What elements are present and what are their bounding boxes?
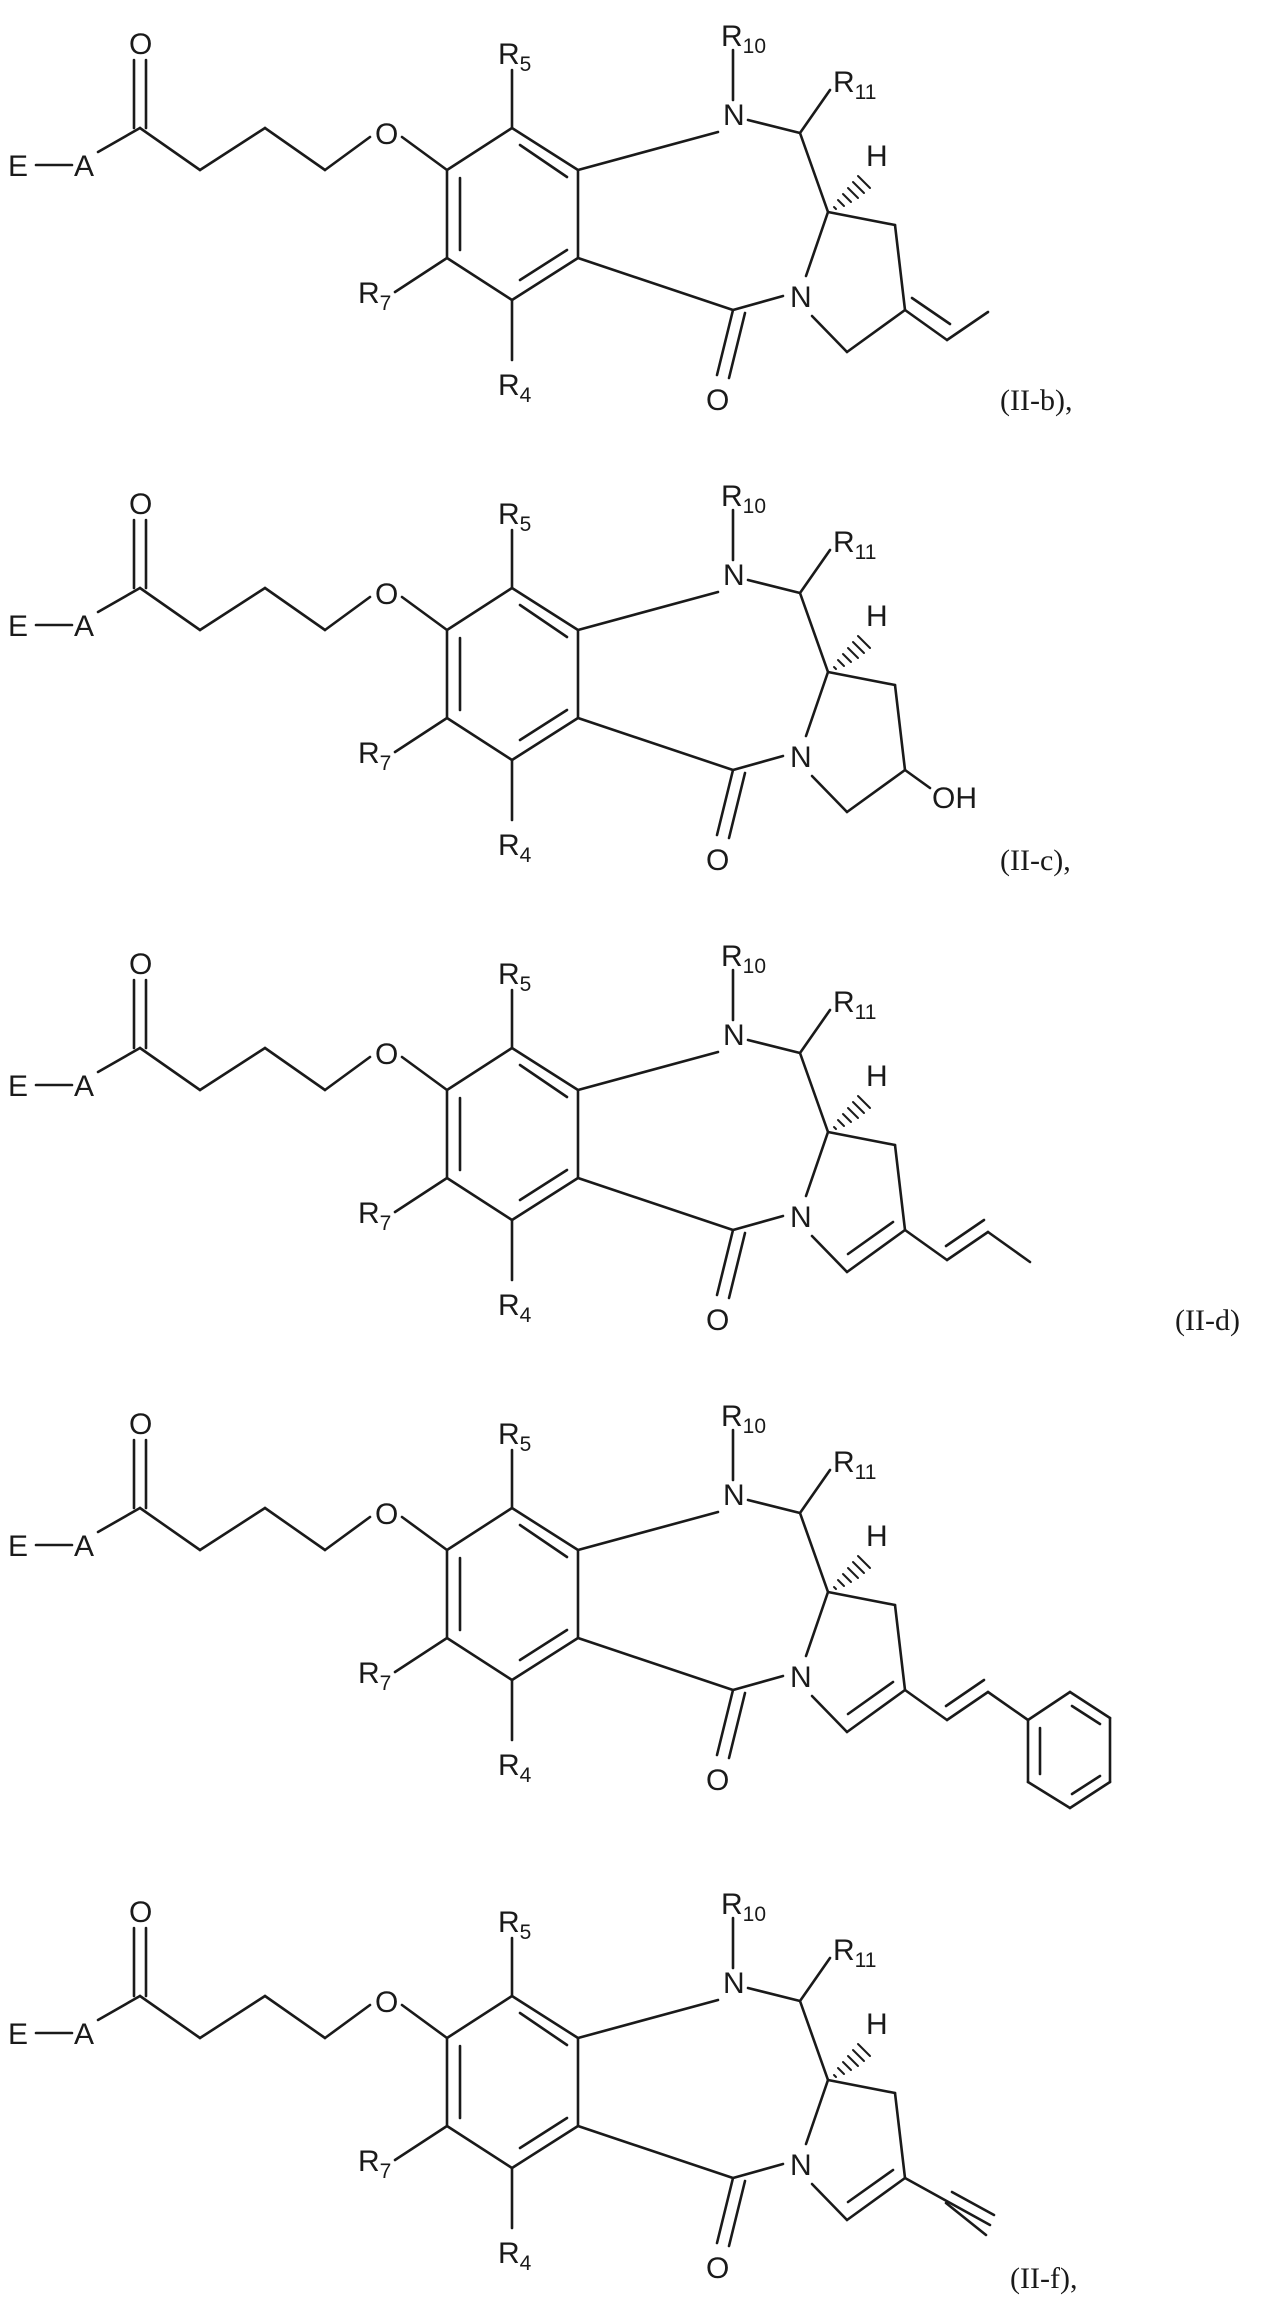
label-R4: R4 xyxy=(498,1289,532,1327)
phenyl-ring xyxy=(1026,1690,1112,1810)
atom-carbonyl-O: O xyxy=(129,1408,152,1441)
label-R5: R5 xyxy=(498,1418,531,1456)
atom-H: H xyxy=(866,1520,888,1553)
structure-II-c: OH E A O O R5 R4 R7 N R10 R11 H N O (II-… xyxy=(0,460,1272,920)
structure-drawing: E A O O R5 R4 R7 N R10 R11 H N O xyxy=(8,1400,1112,1810)
atom-N-pyrrolidine: N xyxy=(790,741,812,774)
atom-H: H xyxy=(866,600,888,633)
atom-H: H xyxy=(866,140,888,173)
atom-E: E xyxy=(8,1530,28,1563)
compound-label: (II-f), xyxy=(1010,2262,1077,2295)
atom-N10: N xyxy=(723,559,745,592)
structure-II-f: E A O O R5 R4 R7 N R10 R11 H N O (II-f), xyxy=(0,1840,1272,2300)
atom-N10: N xyxy=(723,1967,745,2000)
structure-II-b: E A O O R5 R4 R7 N R10 R11 H N O (II-b), xyxy=(0,0,1272,460)
compound-label: (II-c), xyxy=(1000,844,1071,877)
label-R4: R4 xyxy=(498,1749,532,1787)
label-R10: R10 xyxy=(721,1400,766,1438)
label-R7: R7 xyxy=(358,277,391,315)
structure-drawing: E A O O R5 R4 R7 N R10 R11 H N O (II-f), xyxy=(8,1888,1077,2295)
atom-E: E xyxy=(8,610,28,643)
atom-amide-O: O xyxy=(706,384,729,417)
label-R7: R7 xyxy=(358,1197,391,1235)
core-scaffold xyxy=(34,508,907,840)
propenyl-substituent xyxy=(903,1218,1032,1264)
label-R10: R10 xyxy=(721,20,766,58)
hashed-wedge-bond xyxy=(833,1095,871,1130)
atom-A: A xyxy=(74,1070,94,1103)
hashed-wedge-bond xyxy=(833,175,871,210)
atom-N10: N xyxy=(723,99,745,132)
hashed-wedge-bond xyxy=(833,635,871,670)
hashed-wedge-bond xyxy=(833,1555,871,1590)
structure-drawing: E A O O R5 R4 R7 N R10 R11 H N O (II-b), xyxy=(8,20,1072,417)
ethylidene-substituent xyxy=(903,296,990,342)
label-R5: R5 xyxy=(498,1906,531,1944)
styryl-substituent xyxy=(903,1678,1112,1810)
atom-carbonyl-O: O xyxy=(129,488,152,521)
label-R11: R11 xyxy=(833,1446,876,1484)
atom-A: A xyxy=(74,2018,94,2051)
atom-carbonyl-O: O xyxy=(129,948,152,981)
atom-N-pyrrolidine: N xyxy=(790,1201,812,1234)
atom-N-pyrrolidine: N xyxy=(790,2149,812,2182)
atom-H: H xyxy=(866,2008,888,2041)
atom-A: A xyxy=(74,1530,94,1563)
atom-E: E xyxy=(8,1070,28,1103)
structure-drawing: E A O O R5 R4 R7 N R10 R11 H N O (II-d) xyxy=(8,940,1240,1337)
atom-ether-O: O xyxy=(375,578,398,611)
atom-OH: OH xyxy=(932,782,977,815)
label-R5: R5 xyxy=(498,958,531,996)
atom-N-pyrrolidine: N xyxy=(790,281,812,314)
atom-N-pyrrolidine: N xyxy=(790,1661,812,1694)
structure-styryl: E A O O R5 R4 R7 N R10 R11 H N O xyxy=(0,1380,1272,1840)
label-R11: R11 xyxy=(833,526,876,564)
atom-ether-O: O xyxy=(375,1986,398,2019)
hashed-wedge-bond xyxy=(833,2043,871,2078)
label-R4: R4 xyxy=(498,369,532,407)
core-scaffold xyxy=(34,1916,907,2248)
atom-ether-O: O xyxy=(375,118,398,151)
atom-E: E xyxy=(8,150,28,183)
core-scaffold xyxy=(34,1428,907,1760)
label-R7: R7 xyxy=(358,737,391,775)
structure-drawing: OH E A O O R5 R4 R7 N R10 R11 H N O (II-… xyxy=(8,480,1071,877)
compound-label: (II-b), xyxy=(1000,384,1072,417)
compound-label: (II-d) xyxy=(1175,1304,1240,1337)
label-R11: R11 xyxy=(833,986,876,1024)
atom-ether-O: O xyxy=(375,1498,398,1531)
label-R7: R7 xyxy=(358,2145,391,2183)
atom-amide-O: O xyxy=(706,2252,729,2285)
atom-ether-O: O xyxy=(375,1038,398,1071)
atom-amide-O: O xyxy=(706,844,729,877)
atom-N10: N xyxy=(723,1479,745,1512)
label-R10: R10 xyxy=(721,480,766,518)
label-R10: R10 xyxy=(721,940,766,978)
label-R5: R5 xyxy=(498,498,531,536)
label-R4: R4 xyxy=(498,2237,532,2275)
label-R10: R10 xyxy=(721,1888,766,1926)
label-R11: R11 xyxy=(833,1934,876,1972)
atom-amide-O: O xyxy=(706,1304,729,1337)
label-R11: R11 xyxy=(833,66,876,104)
label-R4: R4 xyxy=(498,829,532,867)
hydroxy-substituent: OH xyxy=(903,768,977,815)
atom-H: H xyxy=(866,1060,888,1093)
structure-II-d: E A O O R5 R4 R7 N R10 R11 H N O (II-d) xyxy=(0,920,1272,1380)
atom-N10: N xyxy=(723,1019,745,1052)
label-R5: R5 xyxy=(498,38,531,76)
atom-E: E xyxy=(8,2018,28,2051)
atom-A: A xyxy=(74,610,94,643)
core-scaffold xyxy=(34,968,907,1300)
atom-A: A xyxy=(74,150,94,183)
atom-carbonyl-O: O xyxy=(129,28,152,61)
atom-carbonyl-O: O xyxy=(129,1896,152,1929)
label-R7: R7 xyxy=(358,1657,391,1695)
ethynyl-substituent xyxy=(903,2176,996,2237)
core-scaffold xyxy=(34,48,907,380)
atom-amide-O: O xyxy=(706,1764,729,1797)
